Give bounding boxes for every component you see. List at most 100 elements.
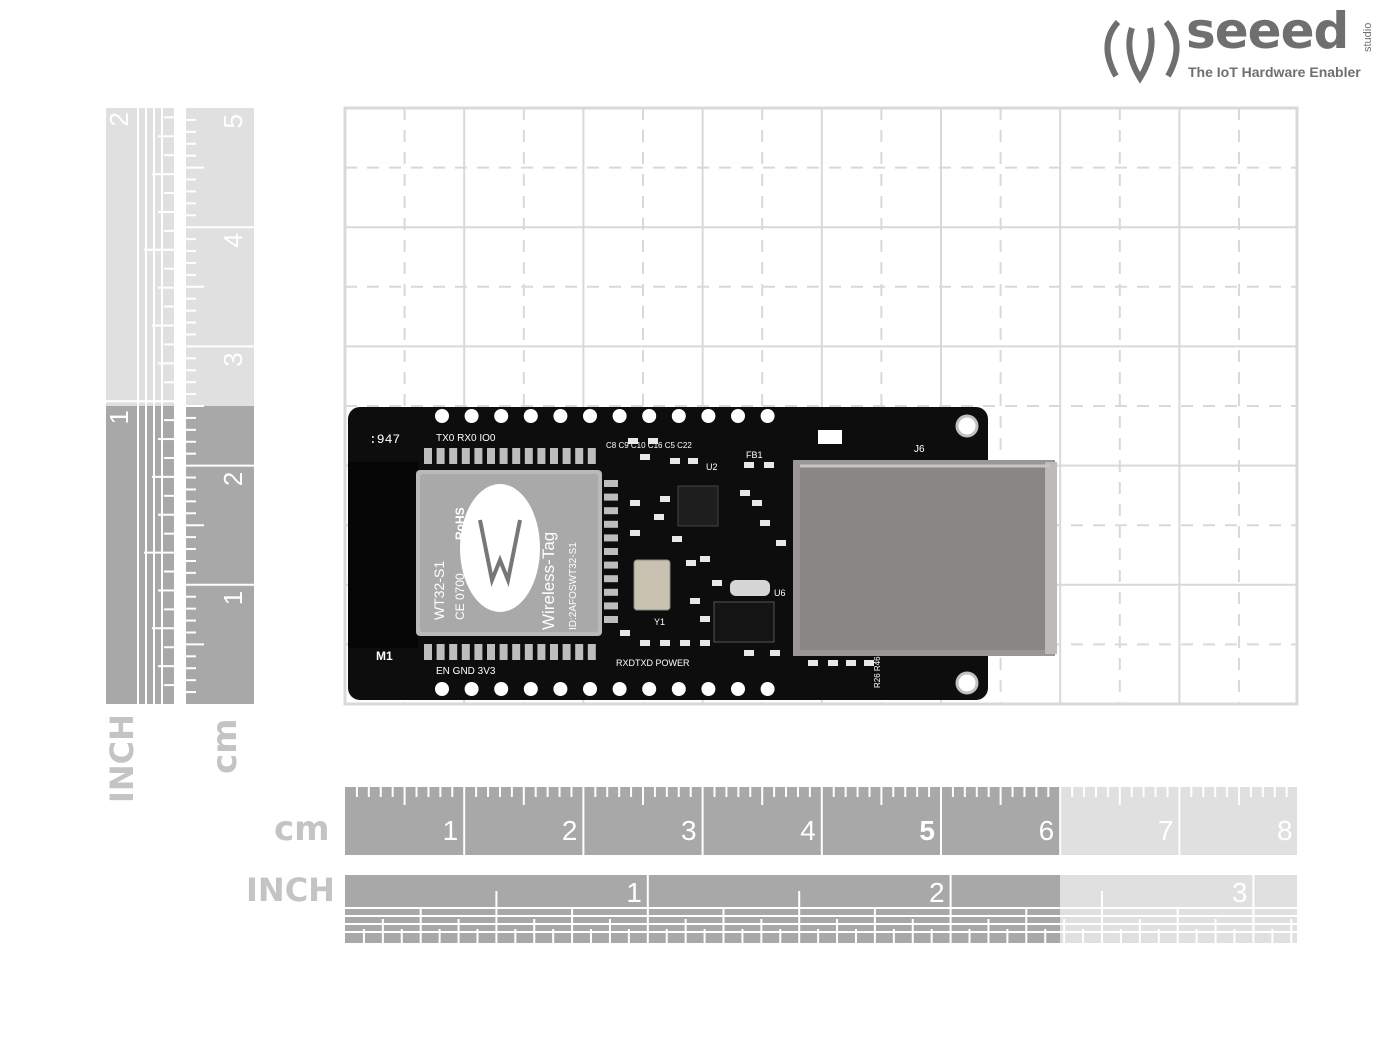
vertical-cm-label: cm [205,718,245,774]
crystal-label: Y1 [654,617,665,627]
header-pin [612,682,627,696]
smd-component [760,520,770,526]
cm-number-4: 4 [800,815,816,846]
brand-word: seeed [1186,2,1349,60]
vertical-cm-number-3: 3 [218,352,248,366]
crystal-oscillator [633,559,671,611]
cm-number-3: 3 [681,815,697,846]
top-pin-labels: TX0 RX0 IO0 [436,433,496,444]
led-labels: RXDTXD POWER [616,658,690,668]
cm-number-7: 7 [1158,815,1174,846]
smd-component [654,514,664,520]
vertical-cm-number-4: 4 [218,233,248,247]
vertical-cm-number-2: 2 [218,472,248,486]
smd-component [630,530,640,536]
inch-number-1: 1 [626,877,642,908]
capacitor-labels: C8 C9 C10 C16 C5 C22 [606,441,692,450]
header-pin [435,682,449,696]
smd-component [776,540,786,546]
header-pin [464,409,479,423]
smd-component [670,458,680,464]
module-fcc-id: ID:2AFOSWT32-S1 [568,542,579,630]
cm-number-1: 1 [443,815,459,846]
voltage-regulator [713,601,775,643]
ferrite-label: FB1 [746,450,763,460]
header-pin [583,409,597,423]
smd-component [628,438,638,444]
smd-component [680,640,690,646]
vertical-inch-ruler: 2 1 [104,108,174,704]
header-pin [523,409,538,423]
smd-component [700,616,710,622]
module-brand: Wireless-Tag [539,532,558,630]
header-pin [553,682,568,696]
module-rohs: RoHS [453,507,467,540]
header-pin [642,409,657,423]
smd-part [818,430,842,444]
header-pin [701,682,716,696]
header-pin [760,409,775,423]
smd-component [672,536,682,542]
smd-component [828,660,838,666]
module-model: WT32-S1 [431,561,447,620]
inductor [730,580,770,596]
brand-tagline: The IoT Hardware Enabler [1188,64,1361,80]
chip-label: U2 [706,462,718,472]
smd-component [712,580,722,586]
header-pin [760,682,775,696]
smd-component [660,496,670,502]
smd-component [640,454,650,460]
smd-component [846,660,856,666]
cm-number-2: 2 [562,815,578,846]
inch-ruler-label: INCH [246,871,335,909]
connector-label: J6 [914,444,925,455]
smd-component [648,438,658,444]
smd-component [740,490,750,496]
smd-component [752,500,762,506]
smd-component [690,598,700,604]
header-pin [553,409,568,423]
smd-component [688,458,698,464]
bottom-pin-labels: EN GND 3V3 [436,666,496,677]
header-pin [612,409,627,423]
module-label: M1 [376,649,393,663]
header-pin [494,682,509,696]
wt32-eth01-board: WT32-S1 CE 0700 RoHS Wireless-Tag ID:2AF… [348,407,1057,700]
smd-component [744,462,754,468]
header-pin [642,682,657,696]
module-logo-oval [460,484,540,612]
smd-component [620,630,630,636]
mount-hole-top [955,414,979,438]
header-pin [671,409,686,423]
vertical-cm-number-5: 5 [218,114,248,128]
smd-component [660,640,670,646]
vertical-cm-number-1: 1 [218,591,248,605]
cm-ruler-label: cm [274,809,330,849]
smd-component [640,640,650,646]
smd-component [864,660,874,666]
ethernet-phy-chip [677,485,719,527]
header-pin [731,682,745,696]
header-pin [701,409,716,423]
board-code: :947 [369,432,400,447]
header-pin [671,682,686,696]
header-pin [523,682,538,696]
header-pin [731,409,745,423]
smd-component [770,650,780,656]
vertical-cm-ruler: 1 2 3 4 5 [186,108,254,704]
vertical-inch-label: INCH [103,714,141,803]
header-pin [435,409,449,423]
header-pin [464,682,479,696]
seeed-studio-logo: seeed studio The IoT Hardware Enabler [1098,6,1388,84]
smd-component [764,462,774,468]
cm-number-5: 5 [919,815,935,846]
regulator-label: U6 [774,588,786,598]
v-inch-num-1: 1 [104,410,134,424]
wireless-tag-logo-icon [478,519,522,587]
smd-component [808,660,818,666]
smd-component [744,650,754,656]
cm-number-8: 8 [1277,815,1293,846]
